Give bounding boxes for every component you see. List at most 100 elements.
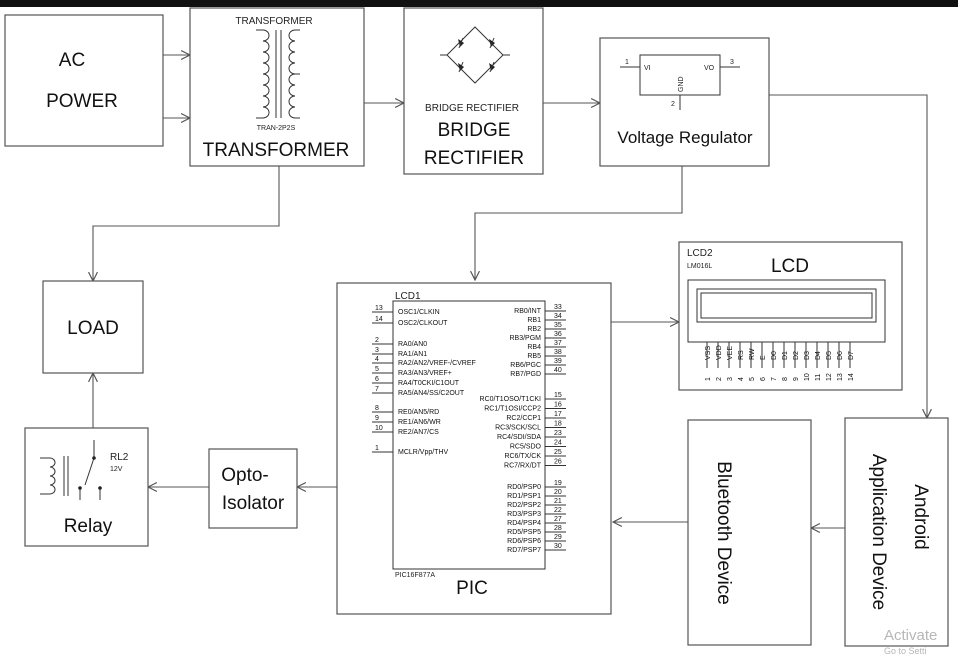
regulator-to-android-arrow (769, 94, 927, 418)
transformer-label: TRANSFORMER (203, 140, 350, 161)
lcd-pin-number: 1 (705, 377, 712, 381)
pic-pin-name: RD2/PSP2 (507, 502, 541, 509)
regulator-to-pic-arrow (475, 166, 683, 280)
lcd-pin-name: D2 (793, 351, 800, 360)
lcd-pin-name: D6 (837, 351, 844, 360)
pic-pin-number: 14 (375, 316, 383, 323)
pic-pin-name: RD5/PSP5 (507, 529, 541, 536)
android-label-line1: Android (910, 484, 931, 550)
lcd-pin-name: D5 (826, 351, 833, 360)
ac-power-label-line2: POWER (46, 91, 118, 112)
watermark-line2: Go to Setti (884, 646, 927, 656)
relay-block: RL2 12V Relay (24, 427, 149, 547)
load-label: LOAD (67, 318, 119, 339)
pic-pin-name: RD6/PSP6 (507, 538, 541, 545)
lcd-pin-number: 12 (826, 373, 833, 381)
connections (93, 55, 927, 528)
lcd-pin-name: D7 (848, 351, 855, 360)
pic-pin-name: RD7/PSP7 (507, 547, 541, 554)
regulator-pin-vo: VO (704, 65, 715, 72)
pic-pin-name: MCLR/Vpp/THV (398, 449, 449, 456)
pic-pin-number: 27 (554, 516, 562, 523)
pic-pin-number: 9 (375, 415, 379, 422)
pic-pin-name: RD0/PSP0 (507, 484, 541, 491)
relay-symbol-icon (40, 440, 102, 500)
pic-block: LCD1 13OSC1/CLKIN14OSC2/CLKOUT2RA0/AN03R… (336, 282, 612, 615)
voltage-regulator-box (599, 37, 770, 167)
pic-pin-number: 5 (375, 366, 379, 373)
lcd-pin-number: 2 (716, 377, 723, 381)
pic-pin-number: 10 (375, 425, 383, 432)
pic-pin-name: RA2/AN2/VREF-/CVREF (398, 360, 476, 367)
pic-pin-number: 34 (554, 313, 562, 320)
regulator-pin3-num: 3 (730, 59, 734, 66)
lcd-part: LM016L (687, 263, 712, 270)
lcd-pin-number: 4 (738, 377, 745, 381)
ac-power-label-line1: AC (59, 50, 85, 71)
pic-pin-name: RB7/PGD (510, 371, 541, 378)
opto-isolator-block: Opto- Isolator (208, 448, 298, 529)
pic-pin-number: 26 (554, 459, 562, 466)
pic-pin-number: 8 (375, 405, 379, 412)
bridge-top-label: BRIDGE RECTIFIER (425, 103, 519, 114)
load-block: LOAD (42, 280, 144, 374)
bridge-diode-icon (440, 26, 510, 84)
pic-pin-name: RC1/T1OSI/CCP2 (484, 406, 541, 413)
transformer-block: TRANSFORMER TRAN-2P2S TRANSFORMER (189, 7, 365, 167)
pic-pin-name: RB1 (527, 317, 541, 324)
pic-pin-name: RC7/RX/DT (504, 463, 542, 470)
voltage-regulator-block: VI VO GND 1 2 3 Voltage Regulator (599, 37, 770, 167)
android-box (844, 417, 949, 647)
lcd-pin-name: VEE (727, 346, 734, 360)
lcd-pin-number: 8 (782, 377, 789, 381)
pic-pin-number: 30 (554, 543, 562, 550)
opto-label-line1: Opto- (221, 465, 269, 486)
pic-part: PIC16F877A (395, 572, 435, 579)
lcd-pin-name: E (760, 355, 767, 360)
pic-pin-name: RB0/INT (514, 308, 542, 315)
pic-pin-number: 28 (554, 525, 562, 532)
pic-pin-number: 29 (554, 534, 562, 541)
pic-pin-name: RB3/PGM (509, 335, 541, 342)
relay-box (24, 427, 149, 547)
android-label-line2: Application Device (868, 454, 889, 610)
lcd-pin-name: RW (749, 348, 756, 360)
pic-pin-name: RA5/AN4/SS/C2OUT (398, 390, 465, 397)
lcd-pin-number: 14 (848, 373, 855, 381)
pic-pin-number: 24 (554, 440, 562, 447)
pic-pin-name: RC3/SCK/SCL (495, 425, 541, 432)
bridge-label-line1: BRIDGE (438, 120, 511, 141)
pic-pins-right: 33RB0/INT34RB135RB236RB3/PGM37RB438RB539… (480, 304, 566, 554)
lcd-pin-number: 10 (804, 373, 811, 381)
pic-pin-number: 1 (375, 445, 379, 452)
pic-pin-number: 35 (554, 322, 562, 329)
pic-pin-number: 3 (375, 347, 379, 354)
lcd-pin-number: 6 (760, 377, 767, 381)
lcd-pins: VSS1VDD2VEE3RS4RW5E6D07D18D29D310D411D51… (705, 342, 855, 381)
ac-power-box (4, 14, 164, 147)
relay-rating: 12V (110, 466, 123, 473)
bridge-rectifier-box (403, 7, 544, 175)
pic-label: PIC (456, 578, 488, 599)
lcd-screen (696, 288, 877, 323)
bluetooth-box (687, 419, 812, 646)
lcd-pin-name: D4 (815, 351, 822, 360)
lcd-pin-name: RS (738, 350, 745, 360)
pic-pin-name: RC2/CCP1 (506, 415, 541, 422)
top-border-bar (0, 0, 958, 7)
pic-pin-number: 20 (554, 489, 562, 496)
pic-pin-number: 7 (375, 386, 379, 393)
pic-pin-name: RC0/T1OSO/T1CKI (480, 396, 542, 403)
relay-label: Relay (64, 516, 113, 537)
pic-pin-name: RD4/PSP4 (507, 520, 541, 527)
pic-pin-number: 33 (554, 304, 562, 311)
android-block: Android Application Device (844, 417, 949, 647)
lcd-box (678, 241, 903, 391)
transformer-top-label: TRANSFORMER (235, 16, 312, 27)
relay-ref: RL2 (110, 452, 129, 463)
pic-pin-name: RA4/T0CKI/C1OUT (398, 380, 460, 387)
pic-pin-name: RA3/AN3/VREF+ (398, 370, 452, 377)
pic-pin-name: RB4 (527, 344, 541, 351)
lcd-pin-number: 5 (749, 377, 756, 381)
lcd-pin-number: 3 (727, 377, 734, 381)
